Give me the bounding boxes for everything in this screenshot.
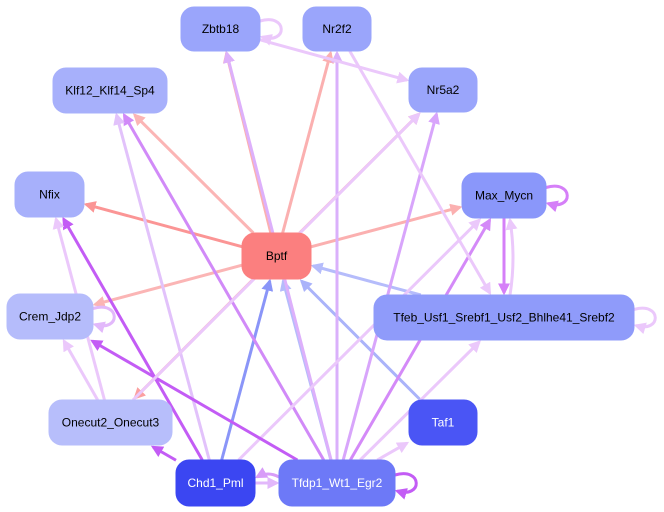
node-bptf[interactable]: Bptf [241, 232, 312, 280]
node-box [241, 232, 312, 280]
edge-onecut2-onecut3-to-crem-jdp2 [62, 338, 99, 401]
edge-tfdp1-to-crem-jdp2 [90, 339, 299, 462]
node-nr2f2[interactable]: Nr2f2 [302, 6, 372, 52]
self-loop-crem-jdp2 [92, 305, 116, 334]
node-box [302, 6, 372, 52]
node-taf1[interactable]: Taf1 [408, 399, 478, 446]
edge-bptf-to-nr2f2 [281, 50, 334, 234]
edge-tfeb-to-bptf [310, 262, 422, 297]
node-nfix[interactable]: Nfix [14, 171, 85, 218]
node-box [175, 459, 256, 507]
self-loop-tfdp1 [394, 472, 418, 500]
node-label: Taf1 [432, 416, 455, 430]
node-label: Nr2f2 [322, 22, 352, 36]
node-klf12-klf14-sp4[interactable]: Klf12_Klf14_Sp4 [52, 67, 168, 114]
node-box [408, 399, 478, 446]
edge-tfdp1-to-taf1 [376, 441, 410, 462]
node-box [373, 294, 635, 341]
node-zbtb18[interactable]: Zbtb18 [180, 6, 261, 52]
edge-bptf-to-klf12-klf14-sp4 [132, 113, 255, 235]
node-label: Max_Mycn [475, 189, 533, 203]
node-chd1-pml[interactable]: Chd1_Pml [175, 459, 256, 507]
node-box [461, 172, 547, 219]
edge-tfdp1-to-nr5a2 [341, 111, 440, 461]
edge-zbtb18-to-nr5a2 [259, 38, 410, 84]
node-box [14, 171, 85, 218]
node-box [180, 6, 261, 52]
node-onecut2-onecut3[interactable]: Onecut2_Onecut3 [48, 399, 173, 446]
node-nr5a2[interactable]: Nr5a2 [408, 67, 478, 113]
edge-chd1-pml-to-klf12-klf14-sp4 [113, 112, 211, 461]
edge-chd1-pml-to-max-mycn [237, 218, 482, 462]
node-label: Onecut2_Onecut3 [62, 416, 160, 430]
node-label: Crem_Jdp2 [19, 310, 81, 324]
node-box [6, 293, 94, 340]
node-label: Bptf [266, 249, 288, 263]
self-loop-tfeb [633, 306, 657, 335]
node-box [278, 459, 396, 507]
edge-chd1-pml-to-bptf [220, 278, 274, 461]
edge-tfdp1-to-chd1-pml [254, 467, 280, 479]
edge-bptf-to-max-mycn [310, 203, 463, 249]
node-box [52, 67, 168, 114]
edge-tfdp1-to-klf12-klf14-sp4 [122, 112, 325, 461]
nodes-layer: Zbtb18 Nr2f2 Klf12_Klf14_Sp4 Nr5a2 Nfix … [6, 6, 635, 507]
node-max-mycn[interactable]: Max_Mycn [461, 172, 547, 219]
node-box [48, 399, 173, 446]
node-box [408, 67, 478, 113]
edge-chd1-pml-to-onecut2-onecut3 [150, 445, 177, 462]
self-loop-zbtb18 [259, 18, 283, 46]
edge-nr2f2-to-tfeb [348, 50, 492, 296]
edge-tfeb-to-max-mycn [505, 217, 518, 296]
node-label: Nfix [39, 188, 60, 202]
node-crem-jdp2[interactable]: Crem_Jdp2 [6, 293, 94, 340]
node-label: Zbtb18 [202, 22, 240, 36]
node-label: Tfdp1_Wt1_Egr2 [292, 476, 383, 490]
edge-bptf-to-nfix [83, 201, 243, 249]
node-label: Klf12_Klf14_Sp4 [65, 84, 155, 98]
node-label: Tfeb_Usf1_Srebf1_Usf2_Bhlhe41_Srebf2 [393, 311, 615, 325]
node-label: Nr5a2 [427, 83, 460, 97]
node-tfdp1-wt1-egr2[interactable]: Tfdp1_Wt1_Egr2 [278, 459, 396, 507]
edge-chd1-pml-to-nfix [62, 216, 204, 461]
node-label: Chd1_Pml [187, 476, 243, 490]
self-loop-max-mycn [545, 184, 569, 213]
node-tfeb-usf1-srebf1-usf2-bhlhe41-srebf2[interactable]: Tfeb_Usf1_Srebf1_Usf2_Bhlhe41_Srebf2 [373, 294, 635, 341]
edge-taf1-to-bptf [299, 279, 422, 402]
edge-bptf-to-crem-jdp2 [92, 263, 243, 308]
